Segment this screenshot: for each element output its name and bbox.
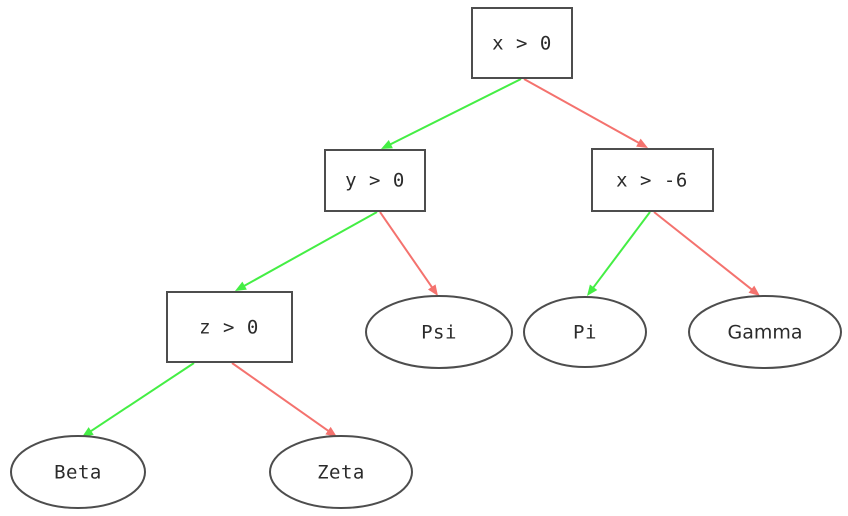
node-label: y > 0 [345, 170, 405, 192]
node-label: Psi [421, 322, 457, 344]
node-label: z > 0 [199, 317, 259, 339]
node-gamma[interactable]: Gamma [688, 295, 842, 369]
edge-arrowhead [427, 284, 438, 296]
node-label: Zeta [317, 462, 365, 484]
node-label: x > -6 [616, 170, 688, 192]
edge-arrowhead [587, 284, 598, 296]
node-shape-rect[interactable] [324, 149, 426, 212]
node-shape-rect[interactable] [591, 148, 714, 212]
edge-arrowhead [82, 427, 94, 437]
edge-true [587, 211, 651, 296]
node-label: Beta [54, 462, 102, 484]
node-label: Pi [573, 322, 597, 344]
node-y_gt_0[interactable]: y > 0 [324, 149, 426, 212]
node-shape-rect[interactable] [471, 7, 573, 79]
edge-true [235, 211, 378, 291]
edge-line [242, 211, 378, 288]
node-shape-ellipse[interactable] [269, 435, 413, 509]
edge-arrowhead [381, 139, 393, 149]
edge-arrowhead [235, 281, 247, 291]
node-shape-ellipse[interactable] [365, 295, 513, 369]
node-label: x > 0 [492, 33, 552, 55]
node-label: Gamma [727, 322, 802, 344]
node-zeta[interactable]: Zeta [269, 435, 413, 509]
edges-layer [82, 78, 760, 437]
node-z_gt_0[interactable]: z > 0 [166, 291, 293, 363]
edge-false [379, 211, 438, 296]
edge-arrowhead [748, 285, 760, 296]
edge-line [388, 78, 522, 146]
node-x_gt_m6[interactable]: x > -6 [591, 148, 714, 212]
edge-line [523, 78, 641, 145]
node-pi[interactable]: Pi [523, 296, 647, 368]
edge-arrowhead [325, 426, 337, 437]
edge-line [231, 362, 331, 433]
node-root[interactable]: x > 0 [471, 7, 573, 79]
node-psi[interactable]: Psi [365, 295, 513, 369]
node-shape-ellipse[interactable] [688, 295, 842, 369]
edge-arrowhead [636, 138, 648, 148]
edge-false [523, 78, 648, 148]
edge-true [82, 362, 195, 437]
edge-line [653, 211, 754, 292]
edge-line [591, 211, 651, 290]
edge-false [231, 362, 337, 437]
edge-false [653, 211, 760, 296]
edge-line [88, 362, 195, 433]
node-shape-ellipse[interactable] [523, 296, 647, 368]
node-shape-ellipse[interactable] [10, 435, 146, 509]
node-beta[interactable]: Beta [10, 435, 146, 509]
edge-true [381, 78, 522, 149]
edge-line [379, 211, 434, 290]
node-shape-rect[interactable] [166, 291, 293, 363]
